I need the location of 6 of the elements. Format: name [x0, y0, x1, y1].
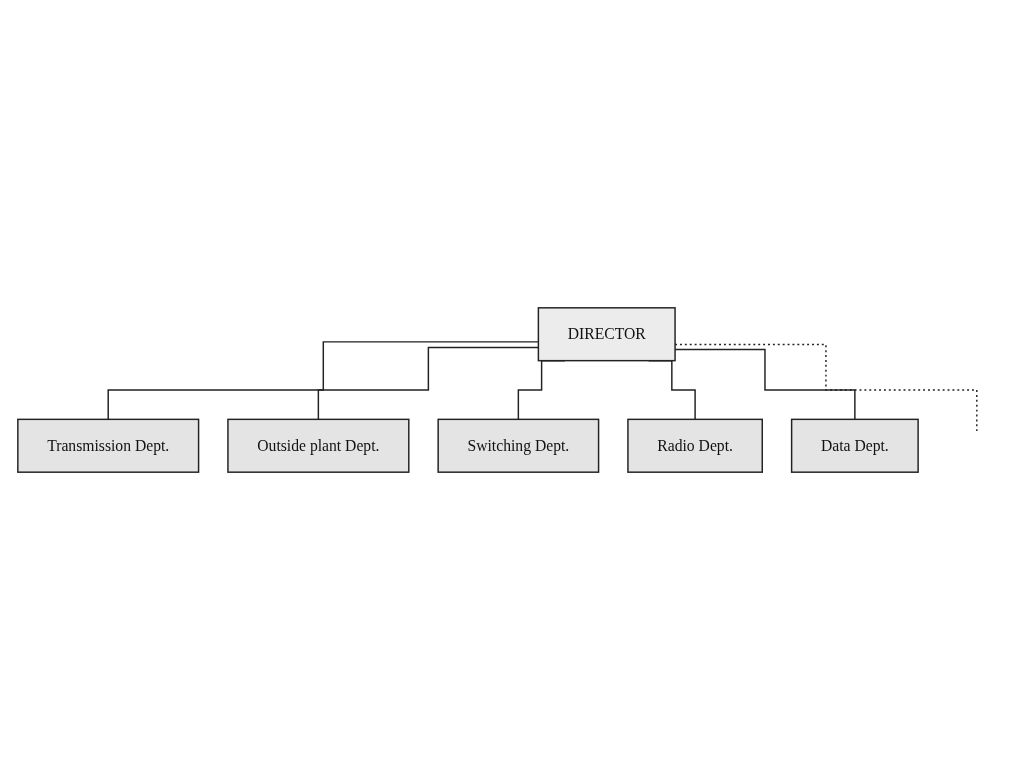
node-box: Data Dept.: [790, 418, 919, 473]
node-box: Switching Dept.: [437, 418, 600, 473]
node-box: Transmission Dept.: [17, 418, 200, 473]
node-box: Outside plant Dept.: [227, 418, 410, 473]
node-box: DIRECTOR: [537, 306, 676, 361]
node-box: Radio Dept.: [627, 418, 763, 473]
